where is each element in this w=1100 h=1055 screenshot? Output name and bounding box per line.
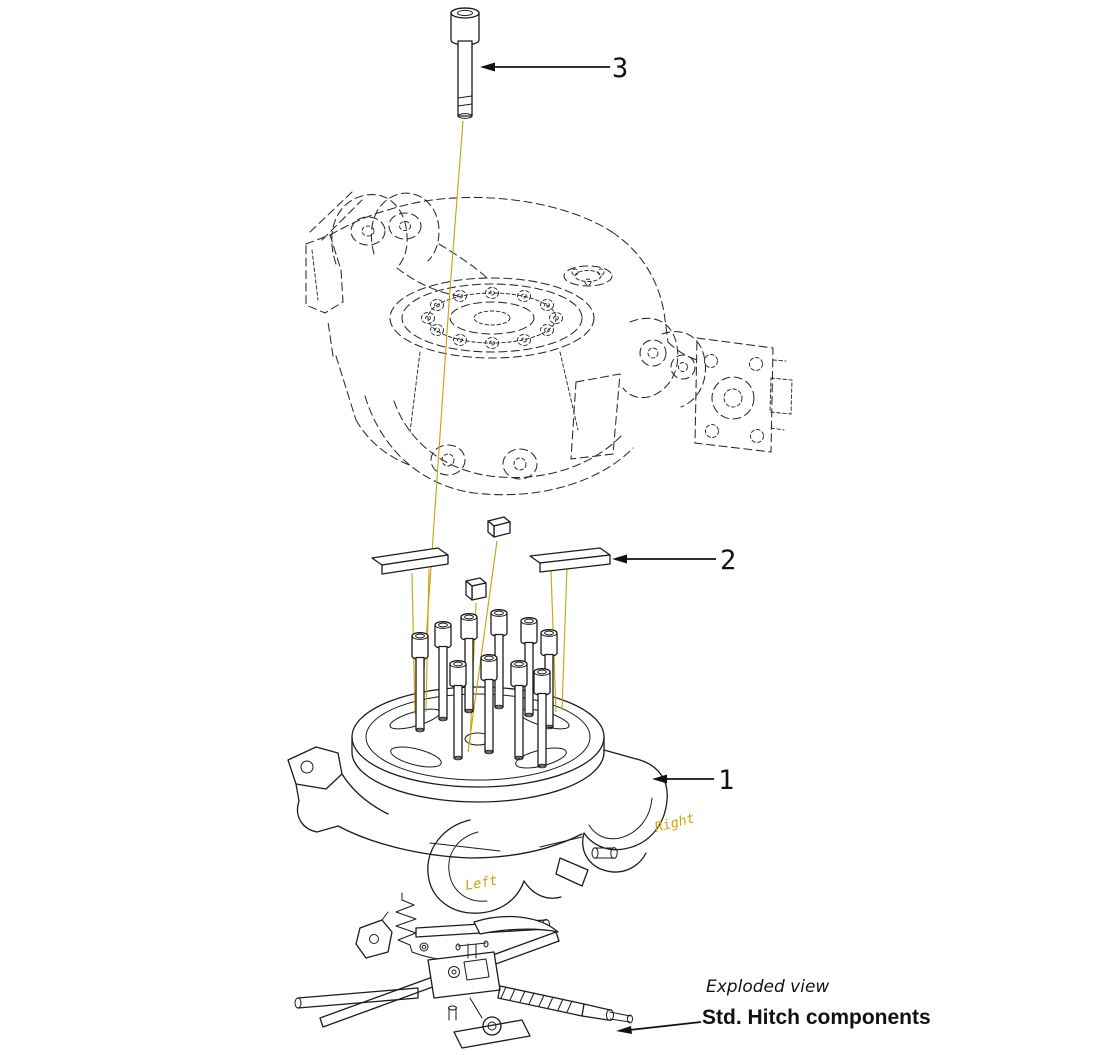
caption-subtitle: Std. Hitch components	[702, 1006, 931, 1029]
callout-2-arrowhead	[612, 554, 627, 564]
callout-1-arrowhead	[652, 774, 667, 784]
hitch-frame	[287, 746, 668, 914]
orientation-labels: Right Left	[464, 811, 696, 894]
bearing-bolt-holes	[421, 287, 563, 349]
callout-1: 1	[652, 765, 734, 796]
caption-title: Exploded view	[706, 977, 829, 997]
callout-1-number: 1	[718, 765, 734, 796]
std-hitch-assembly	[294, 892, 633, 1049]
caption-block: Exploded view Std. Hitch components	[616, 977, 931, 1034]
callout-3-number: 3	[612, 53, 628, 84]
callout-3: 3	[480, 53, 628, 84]
caption-arrowhead	[616, 1026, 632, 1034]
callout-3-arrowhead	[480, 62, 495, 72]
keys-part	[371, 516, 611, 601]
upper-assembly-hidden-lines	[305, 191, 793, 496]
orientation-left-label: Left	[464, 873, 499, 894]
bolt-plate	[351, 686, 605, 803]
caption-leader	[628, 1021, 702, 1031]
callout-2-number: 2	[720, 545, 736, 576]
orientation-right-label: Right	[653, 811, 696, 836]
callout-2: 2	[612, 545, 736, 576]
screw-part	[450, 7, 480, 119]
